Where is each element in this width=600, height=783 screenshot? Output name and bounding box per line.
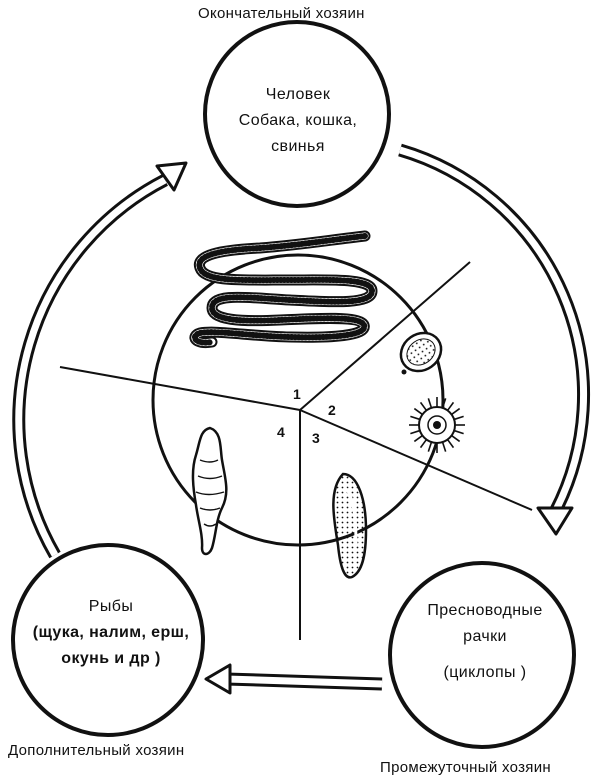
intermediate-host-line3: (циклопы ) xyxy=(443,664,527,681)
additional-host-circle xyxy=(11,543,205,737)
stage-number-3: 3 xyxy=(312,430,320,446)
coracidium-cilium xyxy=(446,439,455,449)
coracidium-cilium xyxy=(451,434,461,443)
plerocercoid-illustration xyxy=(191,426,228,556)
coracidium-cilium xyxy=(446,401,455,411)
coracidium-cilium xyxy=(441,441,447,452)
coracidium-cilium xyxy=(413,434,423,443)
coracidium-cilium xyxy=(410,429,421,435)
arrow-to-additional-host xyxy=(204,663,383,695)
coracidium-illustration xyxy=(409,397,465,453)
arrow-to-definitive-host xyxy=(12,161,188,559)
coracidium-cilium xyxy=(419,401,428,411)
procercoid-illustration xyxy=(332,472,368,579)
adult-tapeworm-illustration xyxy=(189,230,378,349)
additional-host-text: Рыбы (щука, налим, ерш, окунь и др ) xyxy=(16,594,206,672)
intermediate-host-text: Пресноводные рачки (циклопы ) xyxy=(400,598,570,686)
stages-circle xyxy=(151,253,445,547)
definitive-host-caption: Окончательный хозяин xyxy=(198,5,365,22)
additional-host-line2: (щука, налим, ерш, xyxy=(32,624,190,641)
definitive-host-line1: Человек xyxy=(265,86,331,103)
coracidium-cilium xyxy=(441,398,447,409)
intermediate-host-line2: рачки xyxy=(463,628,507,645)
arrow-to-intermediate-host xyxy=(398,143,591,536)
additional-host-line3: окунь и др ) xyxy=(61,650,161,667)
coracidium-cilium xyxy=(453,429,464,435)
coracidium-cilium xyxy=(453,415,464,421)
additional-host-caption: Дополнительный хозяин xyxy=(8,742,185,759)
additional-host-line1: Рыбы xyxy=(88,598,134,615)
intermediate-host-line1: Пресноводные xyxy=(427,602,543,619)
definitive-host-line3: свинья xyxy=(271,138,325,155)
definitive-host-circle xyxy=(203,20,391,208)
definitive-host-line2: Собака, кошка, xyxy=(238,112,358,129)
coracidium-cilium xyxy=(413,407,423,416)
coracidium-cilium xyxy=(419,439,428,449)
coracidium-cilium xyxy=(451,407,461,416)
egg-illustration xyxy=(399,331,443,375)
definitive-host-text: Человек Собака, кошка, свинья xyxy=(210,82,386,160)
coracidium-cilium xyxy=(427,398,433,409)
intermediate-host-caption: Промежуточный хозяин xyxy=(380,759,551,776)
intermediate-host-circle xyxy=(388,561,576,749)
coracidium-cilium xyxy=(410,415,421,421)
stage-number-1: 1 xyxy=(293,386,301,402)
coracidium-cilium xyxy=(427,441,433,452)
stage-number-4: 4 xyxy=(277,424,285,440)
stage-number-2: 2 xyxy=(328,402,336,418)
stage-divider-lines xyxy=(59,261,533,640)
